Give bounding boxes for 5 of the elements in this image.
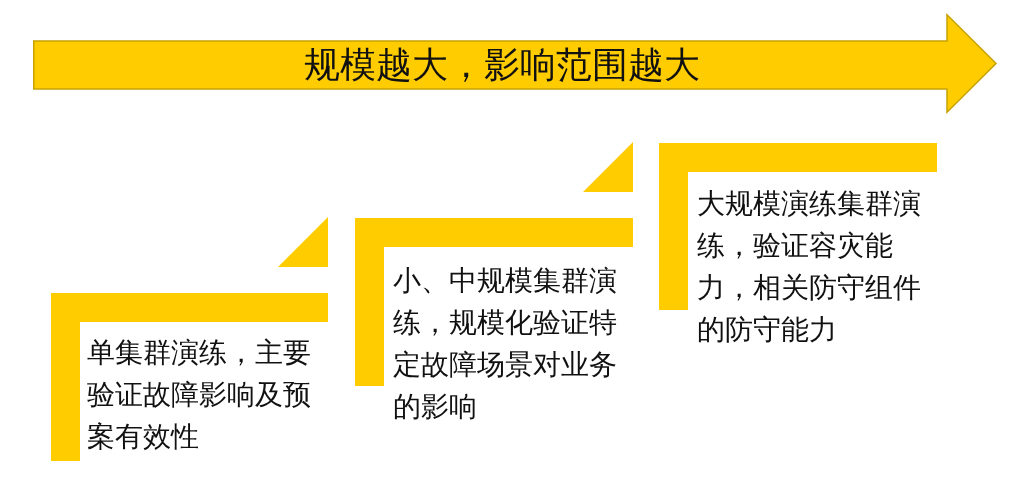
banner-text: 规模越大，影响范围越大 [304,43,700,87]
step-bracket [51,293,328,461]
step-text: 小、中规模集群演练，规模化验证特定故障场景对业务的影响 [393,263,618,425]
step-text: 大规模演练集群演练，验证容灾能力，相关防守组件的防守能力 [697,186,922,348]
step-text: 单集群演练，主要验证故障影响及预案有效性 [87,335,312,455]
